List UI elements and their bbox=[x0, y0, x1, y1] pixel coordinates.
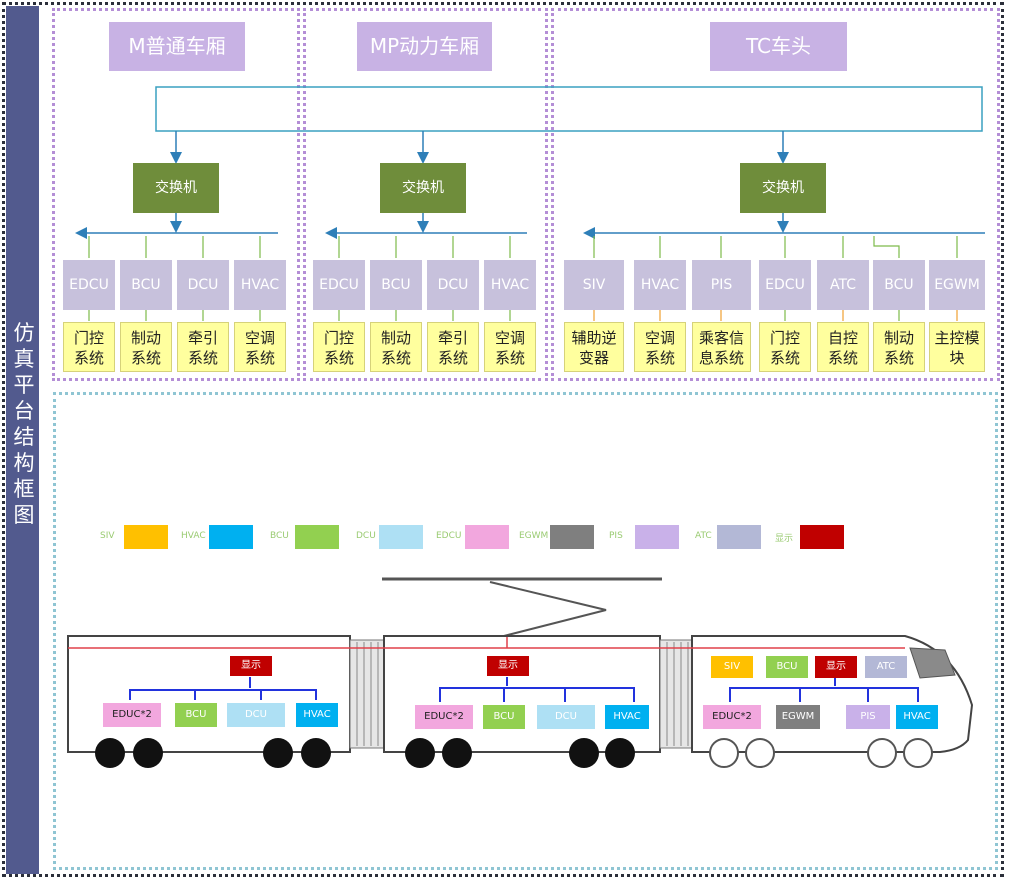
side-title-bar bbox=[6, 6, 39, 874]
mp-module-edcu: EDCU bbox=[313, 260, 365, 310]
car3-top-bcu: BCU bbox=[766, 656, 808, 678]
mp-system-traction: 牵引系统 bbox=[427, 322, 479, 372]
car2-unit-dcu: DCU bbox=[537, 705, 595, 729]
side-title: 仿真平台结构框图 bbox=[13, 321, 35, 527]
car3-top-atc: ATC bbox=[865, 656, 907, 678]
mp-system-ac: 空调系统 bbox=[484, 322, 536, 372]
legend-swatch-edcu bbox=[465, 525, 509, 549]
car1-unit-edcu: EDUC*2 bbox=[103, 703, 161, 727]
car2-unit-hvac: HVAC bbox=[605, 705, 649, 729]
m-module-hvac: HVAC bbox=[234, 260, 286, 310]
section-tc-title: TC车头 bbox=[710, 22, 847, 71]
switch-tc: 交换机 bbox=[740, 163, 826, 213]
m-module-edcu: EDCU bbox=[63, 260, 115, 310]
car3-unit-hvac: HVAC bbox=[896, 705, 938, 729]
car1-unit-dcu: DCU bbox=[227, 703, 285, 727]
m-system-traction: 牵引系统 bbox=[177, 322, 229, 372]
tc-system-brake: 制动系统 bbox=[873, 322, 925, 372]
legend-label-siv: SIV bbox=[100, 531, 115, 541]
legend-swatch-bcu bbox=[295, 525, 339, 549]
m-system-brake: 制动系统 bbox=[120, 322, 172, 372]
m-module-dcu: DCU bbox=[177, 260, 229, 310]
legend-swatch-atc bbox=[717, 525, 761, 549]
m-system-door: 门控系统 bbox=[63, 322, 115, 372]
car3-display: 显示 bbox=[815, 656, 857, 678]
tc-module-bcu: BCU bbox=[873, 260, 925, 310]
legend-label-egwm: EGWM bbox=[519, 531, 549, 541]
legend-swatch-siv bbox=[124, 525, 168, 549]
legend-swatch-pis bbox=[635, 525, 679, 549]
car3-unit-pis: PIS bbox=[846, 705, 890, 729]
legend-label-atc: ATC bbox=[695, 531, 712, 541]
car3-top-siv: SIV bbox=[711, 656, 753, 678]
tc-module-egwm: EGWM bbox=[929, 260, 985, 310]
legend-label-edcu: EDCU bbox=[436, 531, 462, 541]
legend-swatch-hvac bbox=[209, 525, 253, 549]
mp-module-dcu: DCU bbox=[427, 260, 479, 310]
tc-system-master: 主控模块 bbox=[929, 322, 985, 372]
tc-system-ac: 空调系统 bbox=[634, 322, 686, 372]
tc-system-inverter: 辅助逆变器 bbox=[564, 322, 624, 372]
car2-unit-edcu: EDUC*2 bbox=[415, 705, 473, 729]
section-tc bbox=[551, 8, 1000, 381]
tc-module-atc: ATC bbox=[817, 260, 869, 310]
switch-m: 交换机 bbox=[133, 163, 219, 213]
mp-module-hvac: HVAC bbox=[484, 260, 536, 310]
m-system-ac: 空调系统 bbox=[234, 322, 286, 372]
mp-system-door: 门控系统 bbox=[313, 322, 365, 372]
tc-module-pis: PIS bbox=[692, 260, 751, 310]
tc-system-pis: 乘客信息系统 bbox=[692, 322, 751, 372]
tc-system-door: 门控系统 bbox=[759, 322, 811, 372]
section-mp bbox=[303, 8, 548, 381]
legend-label-dcu: DCU bbox=[356, 531, 376, 541]
section-m bbox=[52, 8, 300, 381]
legend-label-display: 显示 bbox=[775, 534, 794, 544]
car2-display: 显示 bbox=[487, 656, 529, 676]
car1-display: 显示 bbox=[230, 656, 272, 676]
tc-module-hvac: HVAC bbox=[634, 260, 686, 310]
car1-unit-bcu: BCU bbox=[175, 703, 217, 727]
car1-unit-hvac: HVAC bbox=[296, 703, 338, 727]
legend-label-bcu: BCU bbox=[270, 531, 289, 541]
mp-system-brake: 制动系统 bbox=[370, 322, 422, 372]
train-panel bbox=[53, 392, 998, 870]
car2-unit-bcu: BCU bbox=[483, 705, 525, 729]
section-mp-title: MP动力车厢 bbox=[357, 22, 492, 71]
tc-module-siv: SIV bbox=[564, 260, 624, 310]
legend-label-hvac: HVAC bbox=[181, 531, 206, 541]
legend-swatch-egwm bbox=[550, 525, 594, 549]
tc-module-edcu: EDCU bbox=[759, 260, 811, 310]
car3-unit-egwm: EGWM bbox=[776, 705, 820, 729]
switch-mp: 交换机 bbox=[380, 163, 466, 213]
mp-module-bcu: BCU bbox=[370, 260, 422, 310]
legend-swatch-display bbox=[800, 525, 844, 549]
tc-system-auto: 自控系统 bbox=[817, 322, 869, 372]
section-m-title: M普通车厢 bbox=[109, 22, 245, 71]
legend-label-pis: PIS bbox=[609, 531, 623, 541]
legend-swatch-dcu bbox=[379, 525, 423, 549]
m-module-bcu: BCU bbox=[120, 260, 172, 310]
car3-unit-edcu: EDUC*2 bbox=[703, 705, 761, 729]
